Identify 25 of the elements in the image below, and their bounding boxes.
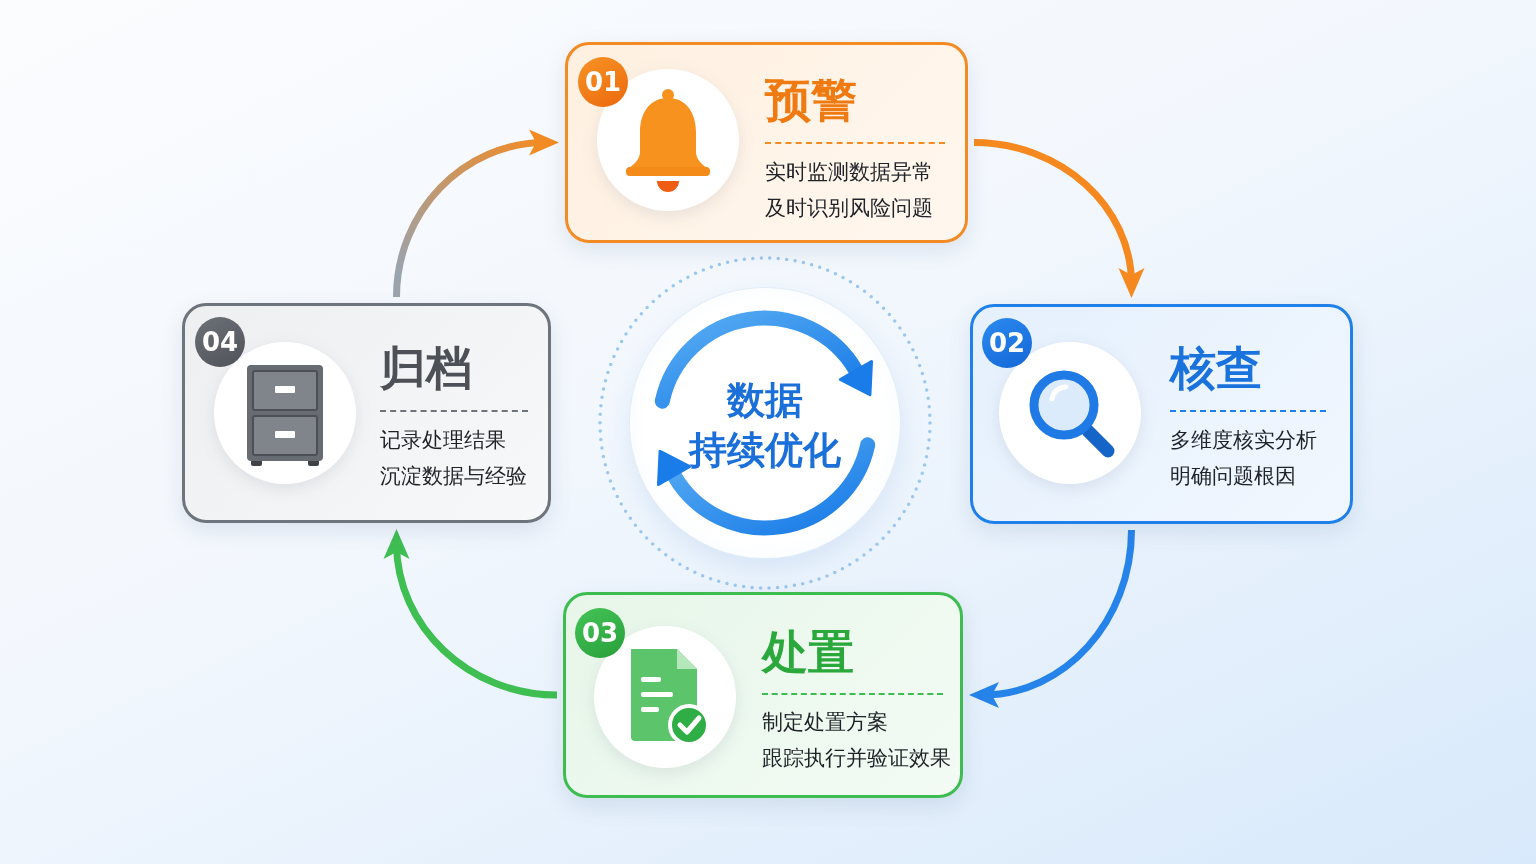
step-description: 沉淀数据与经验 [380,463,527,490]
step-card [970,304,1353,524]
step-title: 预警 [765,72,857,128]
number-badge: 01 [578,57,628,107]
step-description: 及时识别风险问题 [765,195,933,222]
center-text: 数据持续优化 [687,377,842,474]
number-badge: 02 [982,318,1032,368]
arrow [384,529,558,699]
step-card [563,592,963,798]
step-description: 跟踪执行并验证效果 [762,745,951,772]
step-description: 制定处置方案 [762,709,888,736]
step-title: 核查 [1170,340,1262,396]
arrow [973,139,1144,298]
step-description: 实时监测数据异常 [765,159,933,186]
step-title: 归档 [380,340,472,396]
step-description: 多维度核实分析 [1170,427,1317,454]
step-card [565,42,968,243]
arrow [969,529,1135,707]
step-card [182,303,551,523]
arrow [393,130,559,298]
step-description: 明确问题根因 [1170,463,1296,490]
step-description: 记录处理结果 [380,427,506,454]
number-badge: 03 [575,608,625,658]
step-title: 处置 [762,624,854,680]
number-badge: 04 [195,317,245,367]
